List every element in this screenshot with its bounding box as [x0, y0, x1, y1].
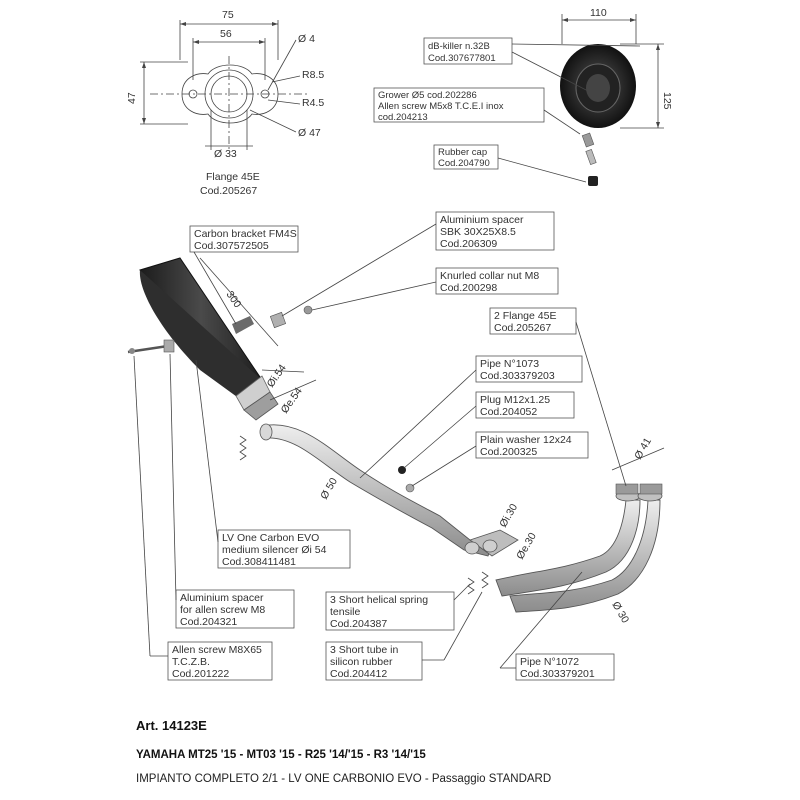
label-silencer-2: medium silencer Øi 54: [222, 544, 327, 556]
label-plug-1: Plug M12x1.25: [480, 394, 550, 406]
label-alu-allen-3: Cod.204321: [180, 616, 237, 628]
dim-125: 125: [661, 92, 673, 110]
flange-name: Flange 45E: [206, 171, 260, 183]
label-springs-1: 3 Short helical spring: [330, 594, 428, 606]
label-pipe1073-2: Cod.303379203: [480, 370, 555, 382]
system-description: IMPIANTO COMPLETO 2/1 - LV ONE CARBONIO …: [136, 773, 552, 785]
dim-75: 75: [222, 9, 234, 21]
label-allen-3: Cod.201222: [172, 668, 229, 680]
assembly-drawing: 300 Øi.54 Øe.54 Ø 50 Øi.30 Øe.30 Ø 30 Ø …: [127, 257, 665, 626]
label-pipe1073-1: Pipe N°1073: [480, 358, 539, 370]
label-alu-allen-2: for allen screw M8: [180, 604, 265, 616]
flange-drawing: 75 56 47 Ø 4 R8.5 R4.5 Ø 47: [126, 9, 324, 197]
dim-bore-33: Ø 33: [214, 148, 237, 160]
dim-56: 56: [220, 28, 232, 40]
rubber-cap-code: Cod.204790: [438, 158, 490, 169]
endcap-drawing: 110 125 dB-killer n.32B Cod.307677801 Gr…: [373, 7, 673, 186]
label-allen-2: T.C.Z.B.: [172, 656, 210, 668]
label-knurled-2: Cod.200298: [440, 282, 497, 294]
dbkiller-name: dB-killer n.32B: [428, 41, 490, 52]
dim-e30: Øe.30: [514, 531, 539, 562]
callout-labels: Carbon bracket FM4S Cod.307572505 Alumin…: [133, 211, 627, 681]
silencer-body: [139, 257, 279, 421]
model-line: YAMAHA MT25 '15 - MT03 '15 - R25 '14/'15…: [136, 749, 426, 761]
label-springs-2: tensile: [330, 606, 361, 618]
dim-hole-4: Ø 4: [298, 33, 315, 45]
dim-r85: R8.5: [302, 69, 324, 81]
dbkiller-code: Cod.307677801: [428, 53, 496, 64]
dim-30: Ø 30: [609, 600, 631, 626]
dim-110: 110: [590, 7, 607, 19]
flange-code: Cod.205267: [200, 185, 257, 197]
label-springs-3: Cod.204387: [330, 618, 387, 630]
label-pipe1072-2: Cod.303379201: [520, 668, 595, 680]
label-washer-2: Cod.200325: [480, 446, 537, 458]
label-knurled-1: Knurled collar nut M8: [440, 270, 539, 282]
label-carbon-bracket-2: Cod.307572505: [194, 240, 269, 252]
grower-line1: Grower Ø5 cod.202286: [378, 90, 477, 101]
label-silencer-3: Cod.308411481: [222, 556, 296, 568]
label-tubes-1: 3 Short tube in: [330, 644, 398, 656]
dim-bore-47: Ø 47: [298, 127, 321, 139]
label-washer-1: Plain washer 12x24: [480, 434, 572, 446]
label-silencer-1: LV One Carbon EVO: [222, 532, 319, 544]
label-plug-2: Cod.204052: [480, 406, 537, 418]
dim-i30: Øi.30: [497, 502, 520, 530]
dim-47: 47: [126, 92, 138, 104]
label-alu-sbk-2: SBK 30X25X8.5: [440, 226, 516, 238]
label-alu-sbk-1: Aluminium spacer: [440, 214, 524, 226]
grower-line3: cod.204213: [378, 112, 428, 123]
label-alu-allen-1: Aluminium spacer: [180, 592, 264, 604]
label-flange2-2: Cod.205267: [494, 322, 551, 334]
article-number: Art. 14123E: [136, 718, 207, 733]
label-tubes-3: Cod.204412: [330, 668, 387, 680]
dim-r45: R4.5: [302, 97, 324, 109]
label-tubes-2: silicon rubber: [330, 656, 393, 668]
label-carbon-bracket-1: Carbon bracket FM4S: [194, 228, 297, 240]
dim-41: Ø 41: [632, 436, 654, 462]
dim-50: Ø 50: [318, 476, 340, 502]
dim-i54: Øi.54: [265, 362, 289, 390]
label-pipe1072-1: Pipe N°1072: [520, 656, 579, 668]
label-alu-sbk-3: Cod.206309: [440, 238, 497, 250]
label-allen-1: Allen screw M8X65: [172, 644, 262, 656]
dim-e54: Øe.54: [279, 385, 305, 415]
grower-line2: Allen screw M5x8 T.C.E.I inox: [378, 101, 504, 112]
label-flange2-1: 2 Flange 45E: [494, 310, 556, 322]
rubber-cap-name: Rubber cap: [438, 147, 487, 158]
